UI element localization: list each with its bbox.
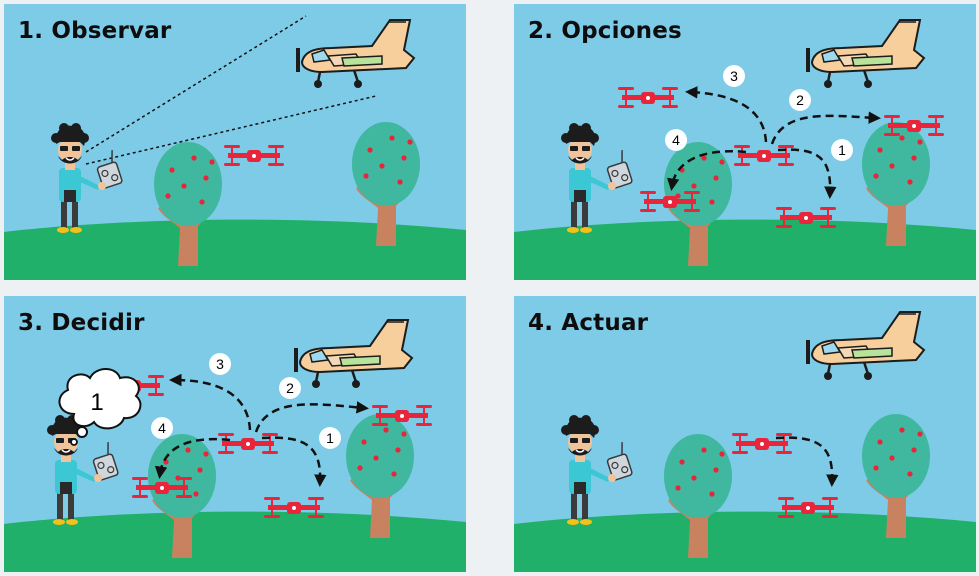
arrow-option-2 [770,111,881,145]
arrow-option-3 [685,86,768,143]
arrow-option-3 [169,373,252,431]
panel-actuar: 4. Actuar [514,296,976,572]
svg-text:4: 4 [158,420,166,436]
arrow-chosen [775,436,839,487]
scene-decidir: 1 2 3 4 1 [4,296,466,572]
panel-title: 4. Actuar [528,310,649,336]
option-badge-2: 2 [279,377,301,399]
arrow-option-4 [666,150,747,191]
svg-text:2: 2 [796,92,804,108]
thought-cloud: 1 [58,368,142,446]
arrow-option-2 [254,401,369,433]
panel-observar: 1. Observar [4,4,466,280]
panel-title: 1. Observar [18,18,172,44]
sight-line-lower [85,95,377,165]
svg-text:1: 1 [838,142,846,158]
option-badge-3: 3 [209,353,231,375]
option-badge-4: 4 [665,129,687,151]
thought-label: 1 [90,389,103,416]
panel-title: 2. Opciones [528,18,682,44]
scene-actuar [514,296,976,572]
sight-line-upper [85,15,307,153]
option-badge-1: 1 [319,427,341,449]
svg-text:1: 1 [326,430,334,446]
option-badge-2: 2 [789,89,811,111]
svg-text:2: 2 [286,380,294,396]
option-badge-4: 4 [151,417,173,439]
scene-opciones: 1 2 3 4 [514,4,976,280]
panel-decidir: 1 2 3 4 1 3. Decidir [4,296,466,572]
option-badge-3: 3 [723,65,745,87]
svg-text:3: 3 [730,68,738,84]
panel-title: 3. Decidir [18,310,145,336]
arrow-option-1 [261,436,327,487]
arrow-option-4 [154,437,231,479]
svg-text:4: 4 [672,132,680,148]
arrow-option-1 [777,148,837,199]
option-badge-1: 1 [831,139,853,161]
panel-opciones: 1 2 3 4 2. Opciones [514,4,976,280]
svg-text:3: 3 [216,356,224,372]
scene-observar [4,4,466,280]
